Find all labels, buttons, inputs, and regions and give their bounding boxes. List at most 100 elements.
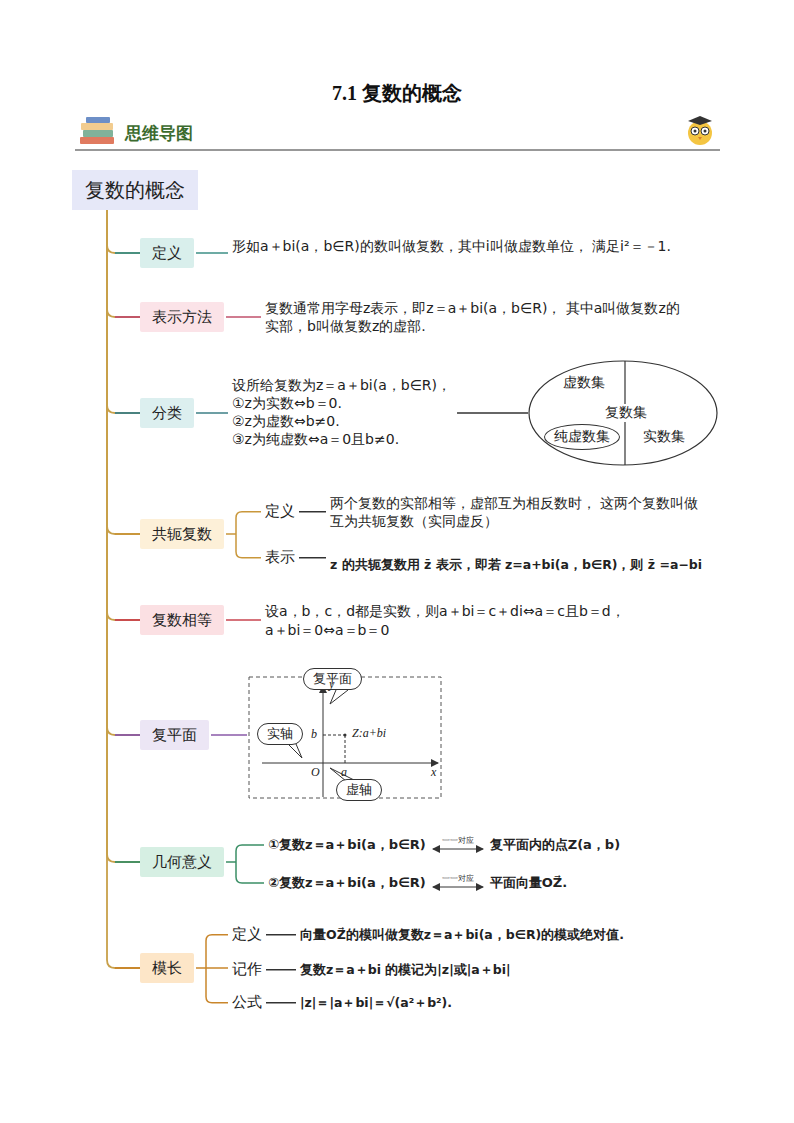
arrow-shaft — [433, 849, 483, 850]
leader-line — [299, 511, 326, 513]
branch-connector — [107, 210, 140, 317]
root-box: 复数的概念 — [72, 170, 198, 210]
arrow-label: 一一对应 — [442, 875, 474, 883]
axis-label: a — [341, 765, 347, 781]
mapping-row: ②复数z＝a＋bi(a，b∈R) 一一对应 平面向量OZ⃗. — [268, 874, 567, 892]
leader-line — [266, 969, 296, 971]
branch-stub — [115, 619, 140, 621]
callout-bubble: 实轴 — [257, 723, 303, 745]
body-text: 复数通常用字母z表示，即z＝a＋bi(a，b∈R)， 其中a叫做复数z的实部，b… — [265, 299, 685, 335]
body-text: 设a，b，c，d都是实数，则a＋bi＝c＋di⇔a＝c且b＝d， — [265, 602, 625, 620]
owl-icon — [688, 116, 712, 145]
branch-connector — [107, 210, 140, 620]
body-text: ①复数z＝a＋bi(a，b∈R) — [268, 836, 426, 854]
correspondence-arrow: 一一对应 — [430, 837, 486, 853]
leader-line — [266, 1002, 296, 1004]
sub-heading: 记作 — [232, 960, 262, 980]
axis-label: y — [329, 677, 334, 693]
section-heading: 思维导图 — [125, 122, 193, 144]
body-text: ③z为纯虚数⇔a＝0且b≠0. — [232, 430, 399, 448]
set-diagram: 虚数集复数集实数集 纯虚数集 — [528, 360, 718, 466]
branch-box: 分类 — [140, 398, 194, 428]
bracket-line — [196, 935, 228, 1003]
body-text: ②复数z＝a＋bi(a，b∈R) — [268, 874, 426, 892]
branch-stub — [115, 412, 140, 414]
axis-label: b — [311, 727, 317, 743]
node-label: 复数的概念 — [85, 177, 185, 204]
set-label: 虚数集 — [562, 374, 606, 392]
leader-line — [226, 316, 261, 318]
node-label: 复数相等 — [152, 611, 212, 630]
bracket-line — [226, 845, 264, 883]
body-text: 两个复数的实部相等，虚部互为相反数时， 这两个复数叫做互为共轭复数（实同虚反） — [330, 494, 710, 530]
leader-line — [299, 557, 326, 559]
book-icon — [80, 117, 114, 144]
correspondence-arrow: 一一对应 — [430, 875, 486, 891]
body-text: ②z为虚数⇔b≠0. — [232, 412, 340, 430]
branch-stub — [115, 861, 140, 863]
sub-heading: 定义 — [232, 925, 262, 945]
branch-connector — [107, 210, 140, 968]
sub-heading: 公式 — [232, 993, 262, 1013]
arrow-label: 一一对应 — [442, 837, 474, 845]
node-label: 分类 — [152, 404, 182, 423]
node-label: 共轭复数 — [152, 525, 212, 544]
node-label: 定义 — [152, 244, 182, 263]
branch-connector — [107, 210, 140, 253]
axis-label: x — [431, 765, 436, 781]
branch-connector — [107, 210, 140, 862]
node-label: 复平面 — [152, 726, 197, 745]
branch-stub — [115, 533, 140, 535]
node-label: 纯虚数集 — [554, 428, 610, 446]
sub-heading: 表示 — [265, 548, 295, 568]
body-text: ①z为实数⇔b＝0. — [232, 394, 342, 412]
callout-bubble: 虚轴 — [336, 779, 382, 801]
branch-connector — [107, 210, 140, 735]
body-text: a＋bi＝0⇔a＝b＝0 — [265, 621, 389, 639]
branch-box: 表示方法 — [140, 302, 224, 332]
subset-ellipse: 纯虚数集 — [544, 424, 620, 450]
branch-box: 复平面 — [140, 720, 209, 750]
leader-line — [457, 412, 528, 414]
set-ellipse — [529, 361, 717, 465]
node-label: 模长 — [152, 959, 182, 978]
body-text: z 的共轭复数用 z̄ 表示，即若 z=a+bi(a，b∈R)，则 z̄ =a−… — [330, 557, 785, 573]
branch-stub — [115, 734, 140, 736]
body-text: |z|＝|a＋bi|＝√(a²＋b²). — [300, 995, 740, 1011]
node-label: 几何意义 — [152, 853, 212, 872]
body-text: 向量OZ⃗的模叫做复数z＝a＋bi(a，b∈R)的模或绝对值. — [300, 927, 740, 943]
leader-line — [196, 412, 228, 414]
branch-box: 复数相等 — [140, 605, 224, 635]
leader-line — [226, 619, 261, 621]
mapping-row: ①复数z＝a＋bi(a，b∈R) 一一对应 复平面内的点Z(a，b) — [268, 836, 620, 854]
double-arrow — [430, 883, 486, 891]
leader-line — [266, 934, 296, 936]
bracket-line — [226, 512, 261, 558]
node-label: 表示方法 — [152, 308, 212, 327]
double-arrow — [430, 845, 486, 853]
set-label: 复数集 — [604, 404, 648, 422]
branch-box: 模长 — [140, 953, 194, 983]
arrow-shaft — [433, 887, 483, 888]
branch-box: 几何意义 — [140, 847, 224, 877]
body-text: 形如a＋bi(a，b∈R)的数叫做复数，其中i叫做虚数单位， 满足i²＝－1. — [232, 237, 682, 255]
branch-stub — [115, 967, 140, 969]
body-text: 复数z＝a＋bi 的模记为|z|或|a＋bi| — [300, 962, 740, 978]
branch-box: 定义 — [140, 238, 194, 268]
body-text: 设所给复数为z＝a＋bi(a，b∈R)， — [232, 376, 451, 394]
branch-connector — [107, 210, 140, 413]
branch-box: 共轭复数 — [140, 519, 224, 549]
leader-line — [211, 734, 247, 736]
header-rule — [75, 149, 720, 150]
body-text: 平面向量OZ⃗. — [490, 874, 567, 892]
axis-label: O — [311, 765, 320, 781]
node-label: 实轴 — [267, 726, 293, 741]
sub-heading: 定义 — [265, 502, 295, 522]
page-title: 7.1 复数的概念 — [0, 80, 794, 106]
leader-line — [196, 252, 228, 254]
node-label: 虚轴 — [346, 782, 372, 797]
branch-stub — [115, 316, 140, 318]
body-text: 复平面内的点Z(a，b) — [490, 836, 620, 854]
set-label: 实数集 — [642, 428, 686, 446]
